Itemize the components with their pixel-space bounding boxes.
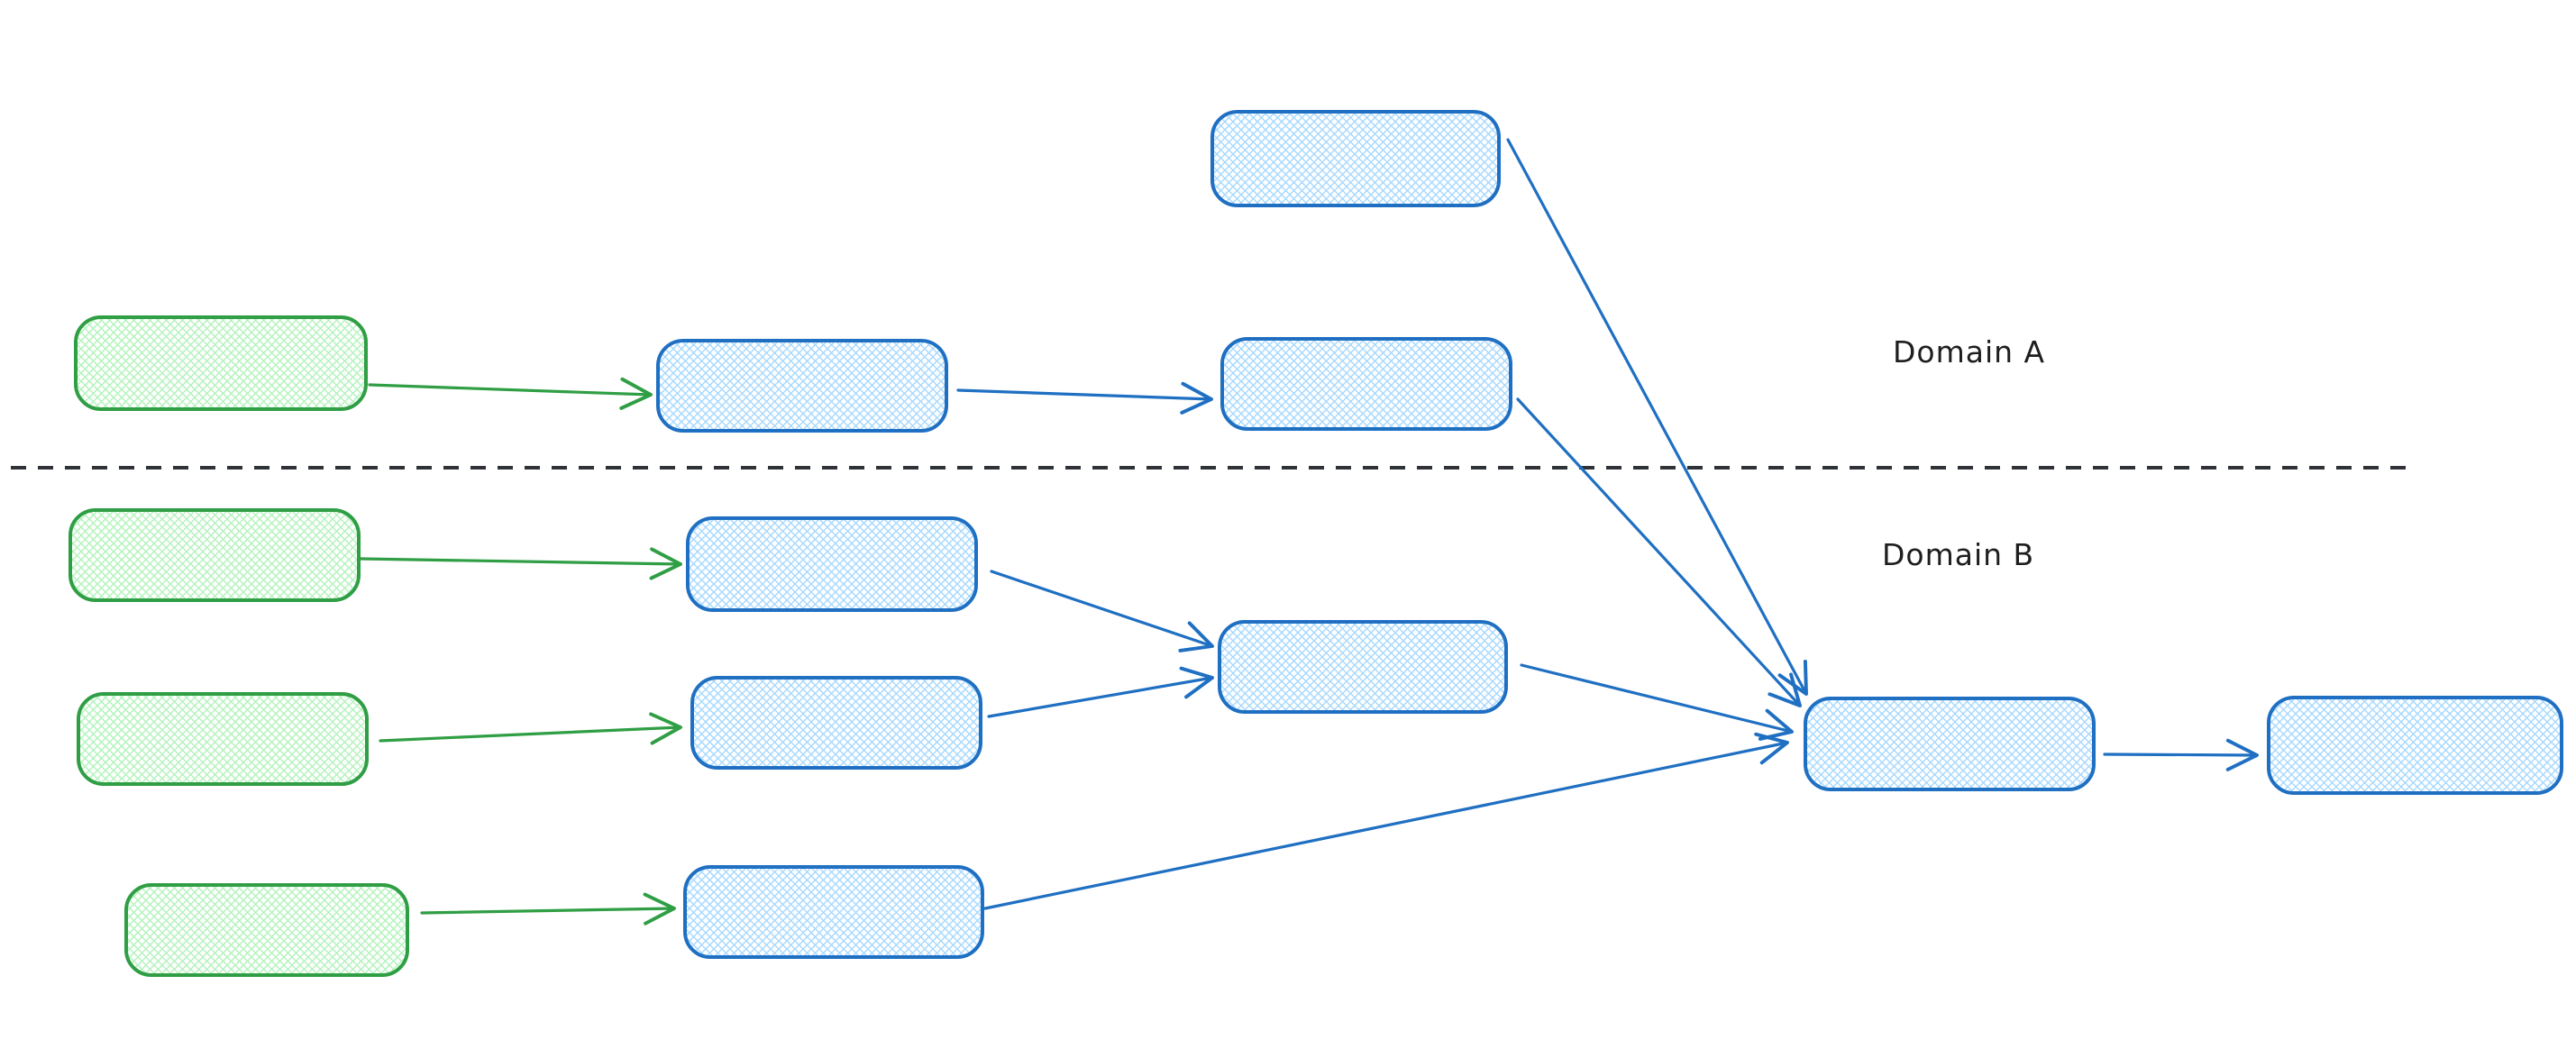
blue-box-a-2[interactable] <box>1220 337 1512 431</box>
blue-box-a-top[interactable] <box>1210 110 1501 207</box>
green-box-a[interactable] <box>74 315 368 411</box>
blue-box-a-1[interactable] <box>656 339 948 433</box>
edge-atop-to-merge[interactable] <box>1506 138 1808 696</box>
blue-box-b-1[interactable] <box>686 516 978 612</box>
edge-green-b1-to-b1[interactable] <box>359 547 682 580</box>
edge-merge-to-output[interactable] <box>2103 738 2259 771</box>
edge-green-b3-to-b3[interactable] <box>420 892 676 926</box>
blue-box-b-2[interactable] <box>690 676 982 770</box>
edge-green-b2-to-b2[interactable] <box>379 712 682 745</box>
edge-bmerge-to-merge[interactable] <box>1520 663 1794 741</box>
domain-b-label: Domain B <box>1882 537 2034 572</box>
edge-green-a-to-a1[interactable] <box>368 377 653 410</box>
edge-a1-to-a2[interactable] <box>956 381 1213 415</box>
edge-b1-to-bmerge[interactable] <box>990 570 1214 652</box>
edge-b3-to-merge[interactable] <box>983 732 1789 910</box>
blue-box-merge[interactable] <box>1804 697 2096 791</box>
blue-box-output[interactable] <box>2267 696 2563 795</box>
domain-a-label: Domain A <box>1893 334 2045 369</box>
green-box-b-3[interactable] <box>124 883 409 977</box>
edge-a2-to-merge[interactable] <box>1516 397 1802 707</box>
blue-box-b-merge[interactable] <box>1218 620 1508 714</box>
green-box-b-2[interactable] <box>77 692 369 786</box>
blue-box-b-3[interactable] <box>683 865 984 959</box>
green-box-b-1[interactable] <box>69 508 361 602</box>
edge-b2-to-bmerge[interactable] <box>987 666 1214 718</box>
